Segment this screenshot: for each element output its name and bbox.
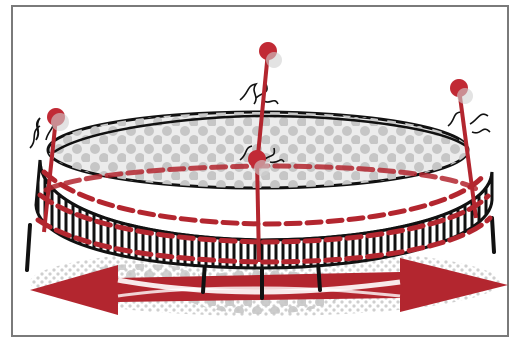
- trampoline-illustration: [0, 0, 511, 342]
- illustration-stage: [0, 0, 511, 342]
